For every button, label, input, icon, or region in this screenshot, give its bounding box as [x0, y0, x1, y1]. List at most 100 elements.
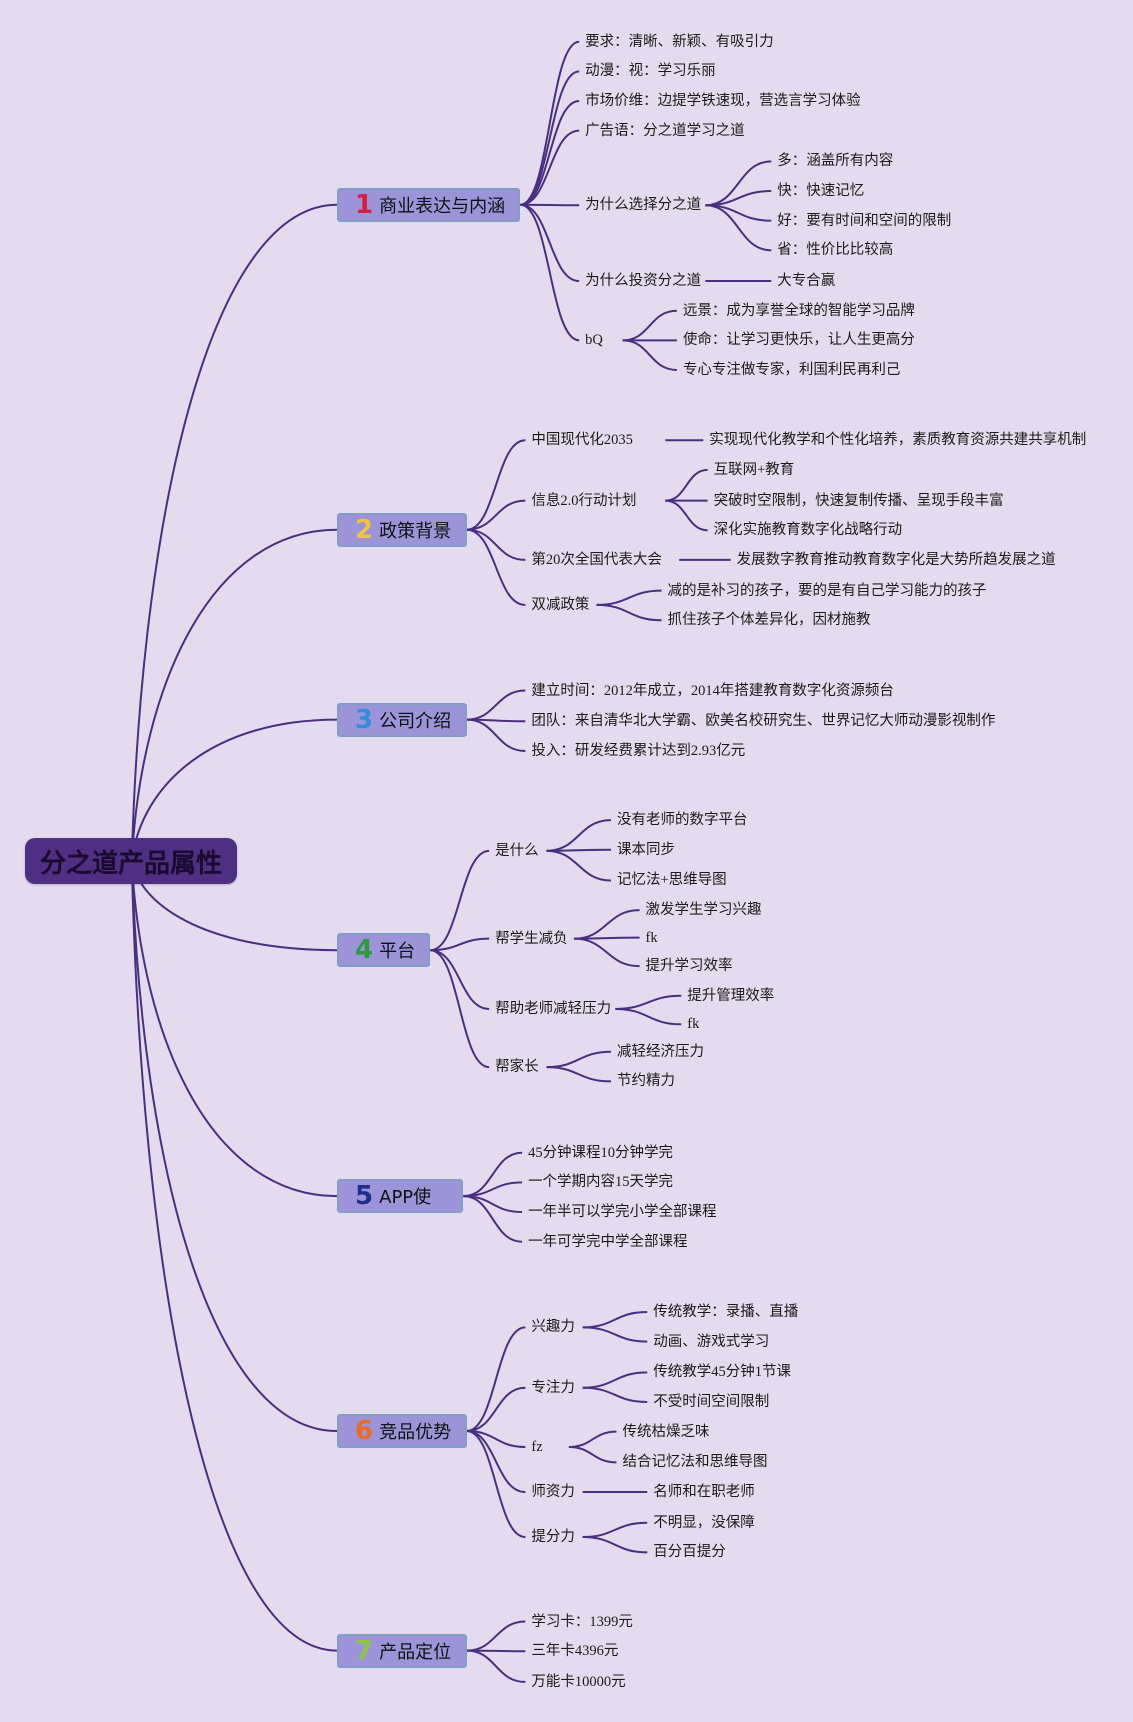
- branch-2-connector-2: [466, 528, 526, 561]
- branch-7-topic-2[interactable]: 万能卡10000元: [531, 1673, 626, 1690]
- branch-4-connector-1: [430, 937, 490, 952]
- branch-2-topic-2[interactable]: 第20次全国代表大会: [531, 551, 662, 568]
- branch-4-topic-0[interactable]: 是什么: [495, 842, 539, 859]
- branch-6-topic-2[interactable]: fz: [531, 1438, 543, 1455]
- trunk-connector-2: [130, 528, 338, 861]
- branch-number-1: 1: [355, 189, 374, 220]
- branch-5-topic-1[interactable]: 一个学期内容15天学完: [528, 1174, 674, 1191]
- branch-7-connector-2: [466, 1649, 526, 1683]
- branch-2-topic-1-connector-2: [665, 499, 708, 532]
- branch-number-7: 7: [355, 1635, 374, 1666]
- branch-6-topic-4[interactable]: 提分力: [531, 1528, 575, 1545]
- branch-6-topic-0-connector-1: [582, 1326, 648, 1343]
- branch-6-topic-1-connector-1: [582, 1386, 648, 1403]
- branch-1-connector-3: [520, 129, 580, 206]
- branch-1-topic-4-detail-0: 多：涵盖所有内容: [777, 153, 894, 170]
- branch-4-topic-2[interactable]: 帮助老师减轻压力: [495, 1000, 612, 1017]
- branch-4-topic-0-connector-1: [546, 848, 612, 852]
- branch-2-topic-1-detail-2: 深化实施教育数字化战略行动: [713, 522, 903, 539]
- branch-7-topic-1[interactable]: 三年卡4396元: [531, 1642, 619, 1659]
- branch-1-topic-4-detail-3: 省：性价比比较高: [777, 242, 894, 259]
- branch-1-connector-2: [520, 100, 580, 206]
- branch-6-topic-3-detail-0: 名师和在职老师: [653, 1483, 755, 1500]
- branch-number-3: 3: [355, 704, 374, 735]
- branch-3-topic-1[interactable]: 团队：来自清华北大学霸、欧美名校研究生、世界记忆大师动漫影视制作: [531, 713, 996, 730]
- branch-4-topic-2-detail-1: fk: [687, 1016, 700, 1033]
- branch-label-3: 公司介绍: [379, 710, 452, 732]
- branch-6-topic-0[interactable]: 兴趣力: [531, 1319, 575, 1336]
- trunk-connector-7: [130, 860, 338, 1652]
- branch-6-topic-0-connector-0: [582, 1310, 648, 1329]
- branch-3-connector-0: [466, 689, 526, 721]
- branch-5-topic-2[interactable]: 一年半可以学完小学全部课程: [528, 1203, 717, 1220]
- branch-1-topic-6-detail-1: 使命：让学习更快乐，让人生更高分: [682, 332, 915, 349]
- branch-1-topic-1[interactable]: 动漫：视：学习乐丽: [585, 63, 716, 80]
- branch-1-topic-6-connector-2: [622, 339, 677, 371]
- branch-1-topic-4-detail-1: 快：快速记忆: [777, 182, 865, 199]
- branch-2-connector-3: [466, 528, 526, 606]
- branch-6-topic-2-detail-0: 传统枯燥乏味: [622, 1423, 710, 1440]
- branch-1-topic-0[interactable]: 要求：清晰、新颖、有吸引力: [585, 33, 774, 50]
- branch-2-connector-0: [466, 439, 526, 531]
- branch-3-topic-2[interactable]: 投入：研发经费累计达到2.93亿元: [531, 742, 746, 759]
- branch-label-1: 商业表达与内涵: [379, 195, 506, 217]
- branch-4-topic-1-detail-0: 激发学生学习兴趣: [645, 901, 762, 918]
- branch-label-7: 产品定位: [379, 1641, 452, 1663]
- branch-4-topic-1-connector-2: [574, 937, 640, 968]
- branch-4-topic-3-connector-1: [546, 1066, 612, 1083]
- branch-2-topic-3-connector-0: [596, 589, 662, 606]
- branch-1-topic-2[interactable]: 市场价维：边提学铁速现，营选言学习体验: [585, 92, 861, 109]
- branch-4-topic-0-detail-1: 课本同步: [617, 841, 675, 858]
- branch-4-topic-1-detail-1: fk: [645, 929, 658, 946]
- trunk-connector-3: [130, 718, 338, 861]
- branch-3-topic-0[interactable]: 建立时间：2012年成立，2014年搭建教育数字化资源频台: [531, 682, 894, 699]
- branch-1-topic-6[interactable]: bQ: [585, 332, 603, 349]
- branch-5-connector-3: [463, 1195, 523, 1243]
- branch-5-topic-0[interactable]: 45分钟课程10分钟学完: [528, 1144, 674, 1161]
- branch-4-connector-2: [430, 949, 490, 1010]
- branch-4-topic-3-connector-0: [546, 1050, 612, 1069]
- branch-1-connector-1: [520, 70, 580, 206]
- branch-2-topic-1-detail-1: 突破时空限制，快速复制传播、呈现手段丰富: [713, 492, 1004, 509]
- branch-4-topic-3[interactable]: 帮家长: [495, 1058, 539, 1075]
- branch-1-topic-5[interactable]: 为什么投资分之道: [585, 272, 702, 289]
- branch-2-topic-3[interactable]: 双减政策: [531, 596, 590, 613]
- branch-6-connector-4: [466, 1430, 526, 1539]
- branch-4-topic-2-connector-1: [615, 1007, 682, 1026]
- branch-4-topic-1[interactable]: 帮学生减负: [495, 930, 568, 947]
- branch-2-connector-1: [466, 499, 526, 531]
- branch-4-topic-0-connector-2: [546, 849, 612, 882]
- branch-label-5: APP使: [379, 1187, 432, 1209]
- branch-5-topic-3[interactable]: 一年可学完中学全部课程: [528, 1233, 688, 1250]
- branch-7-topic-0[interactable]: 学习卡：1399元: [531, 1613, 633, 1630]
- branch-number-5: 5: [355, 1181, 374, 1212]
- branch-6-topic-1[interactable]: 专注力: [531, 1379, 575, 1396]
- branch-1-topic-5-detail-0: 大专合赢: [777, 272, 836, 289]
- branch-1-topic-3[interactable]: 广告语：分之道学习之道: [585, 122, 745, 139]
- branch-4-topic-3-detail-0: 减轻经济压力: [617, 1043, 704, 1060]
- branch-4-connector-3: [430, 949, 490, 1069]
- branch-2-topic-0[interactable]: 中国现代化2035: [531, 431, 633, 448]
- branch-6-topic-3[interactable]: 师资力: [531, 1483, 575, 1500]
- branch-4-topic-0-detail-0: 没有老师的数字平台: [617, 811, 748, 828]
- branch-6-topic-2-connector-1: [568, 1445, 617, 1464]
- branch-label-2: 政策背景: [379, 520, 452, 542]
- branch-1-topic-4-connector-3: [705, 204, 772, 252]
- branch-1-connector-5: [520, 203, 580, 283]
- root-node[interactable]: 分之道产品属性: [25, 838, 237, 884]
- branch-4-topic-3-detail-1: 节约精力: [617, 1073, 675, 1090]
- branch-2-topic-1[interactable]: 信息2.0行动计划: [531, 492, 637, 509]
- branch-1-topic-4[interactable]: 为什么选择分之道: [585, 197, 702, 214]
- branch-4-topic-1-detail-2: 提升学习效率: [645, 957, 733, 974]
- branch-4-connector-0: [430, 849, 490, 952]
- branch-6-topic-2-detail-1: 结合记忆法和思维导图: [622, 1454, 768, 1471]
- branch-2-topic-3-connector-1: [596, 603, 662, 622]
